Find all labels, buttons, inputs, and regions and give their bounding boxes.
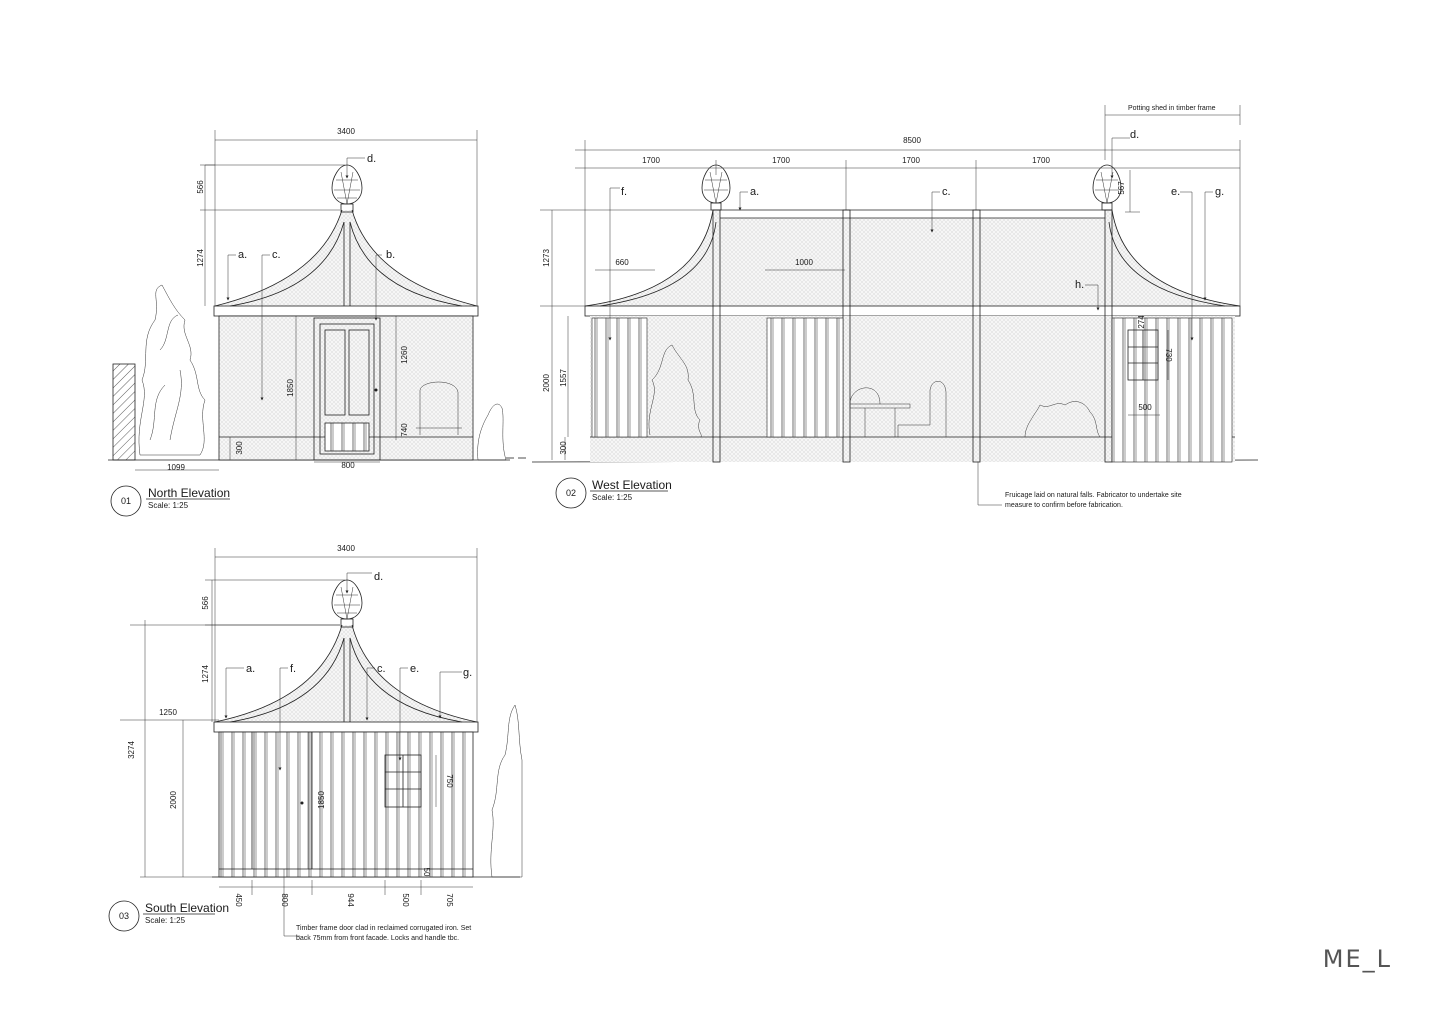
north-elevation: 3400 566 1274 1850 1260 300 740 800 1099…	[108, 127, 510, 517]
west-elevation: 8500 1700 1700 1700 1700 Potting shed in…	[506, 105, 1259, 509]
south-dim-wall: 2000	[169, 791, 178, 809]
west-dim-roof: 1273	[542, 249, 551, 267]
south-dim-eave: 1250	[159, 708, 177, 717]
south-dim-width: 3400	[337, 544, 355, 553]
north-dim-offset: 1099	[167, 463, 185, 472]
west-dim-total: 8500	[903, 136, 921, 145]
north-title: North Elevation	[148, 486, 230, 500]
north-tag-d: d.	[367, 153, 376, 165]
west-dim-win-w: 500	[1138, 403, 1152, 412]
finial	[331, 164, 363, 213]
finial	[331, 579, 363, 628]
north-door	[313, 317, 381, 461]
south-elevation: 3400 566 1274 1250 3274 2000 1850 750 45…	[108, 544, 523, 942]
south-tag-c: c.	[377, 663, 386, 675]
north-scale: Scale: 1:25	[148, 501, 189, 510]
west-tag-d: d.	[1130, 129, 1139, 141]
west-dim-win-h: 730	[1164, 348, 1173, 362]
south-dim-top: 566	[201, 596, 210, 610]
west-dim-wall: 2000	[542, 374, 551, 392]
shrub-left	[138, 284, 206, 456]
south-scale: Scale: 1:25	[145, 916, 186, 925]
south-note-line-1: Timber frame door clad in reclaimed corr…	[296, 925, 471, 932]
west-dim-finial: 567	[1117, 181, 1126, 195]
west-dim-bay-3: 1700	[902, 156, 920, 165]
south-dim-bottom-1: 450	[234, 893, 243, 907]
north-dim-width: 3400	[337, 127, 355, 136]
north-number: 01	[121, 496, 131, 506]
west-dim-bay-2: 1700	[772, 156, 790, 165]
west-tag-e: e.	[1171, 186, 1180, 198]
west-dim-inner: 1557	[559, 369, 568, 387]
west-dim-bay-1: 1700	[642, 156, 660, 165]
west-header-note: Potting shed in timber frame	[1128, 105, 1216, 112]
west-dim-base: 300	[559, 441, 568, 455]
west-note-line-1: Fruicage laid on natural falls. Fabricat…	[1005, 492, 1182, 499]
west-tag-c: c.	[942, 186, 951, 198]
west-dim-span: 1000	[795, 258, 813, 267]
west-tag-f: f.	[621, 186, 627, 198]
south-dim-bottom-4: 500	[401, 893, 410, 907]
south-dim-win: 750	[445, 774, 454, 788]
south-title: South Elevation	[145, 901, 229, 915]
south-window	[384, 754, 422, 808]
west-title: West Elevation	[592, 478, 672, 492]
table-and-chair	[849, 381, 947, 437]
south-tag-e: e.	[410, 663, 419, 675]
west-dim-win-top: 274	[1137, 315, 1146, 329]
west-tag-h: h.	[1075, 279, 1084, 291]
adjacent-wall	[112, 363, 136, 461]
south-tag-g: g.	[463, 667, 472, 679]
west-tag-g: g.	[1215, 186, 1224, 198]
north-dim-low: 740	[400, 423, 409, 437]
north-dim-door-w: 800	[341, 461, 355, 470]
north-dim-roof: 1274	[196, 249, 205, 267]
north-dim-wall-h: 1260	[400, 346, 409, 364]
north-dim-top: 566	[196, 180, 205, 194]
west-tag-a: a.	[750, 186, 759, 198]
west-dim-left: 660	[615, 258, 629, 267]
south-dim-door: 1850	[317, 791, 326, 809]
shrub-right	[477, 403, 507, 461]
south-note-line-2: back 75mm from front facade. Locks and h…	[296, 935, 459, 942]
north-roof	[215, 210, 477, 306]
west-window	[1127, 329, 1159, 381]
south-dim-small: 50	[422, 868, 431, 877]
south-tag-f: f.	[290, 663, 296, 675]
north-dim-base: 300	[235, 441, 244, 455]
south-number: 03	[119, 911, 129, 921]
west-scale: Scale: 1:25	[592, 493, 633, 502]
west-number: 02	[566, 488, 576, 498]
finial-left	[701, 164, 731, 211]
south-dim-bottom-2: 800	[280, 893, 289, 907]
south-tag-a: a.	[246, 663, 255, 675]
west-note-line-2: measure to confirm before fabrication.	[1005, 502, 1123, 509]
south-dim-bottom-5: 705	[445, 893, 454, 907]
south-dim-bottom-3: 944	[346, 893, 355, 907]
west-dim-bay-4: 1700	[1032, 156, 1050, 165]
north-dim-door-h: 1850	[286, 379, 295, 397]
south-dim-roof: 1274	[201, 665, 210, 683]
south-dim-total: 3274	[127, 741, 136, 759]
brand-logo: ME_L	[1322, 945, 1392, 973]
north-tag-c: c.	[272, 249, 281, 261]
south-tag-d: d.	[374, 571, 383, 583]
north-tag-b: b.	[386, 249, 395, 261]
north-tag-a: a.	[238, 249, 247, 261]
